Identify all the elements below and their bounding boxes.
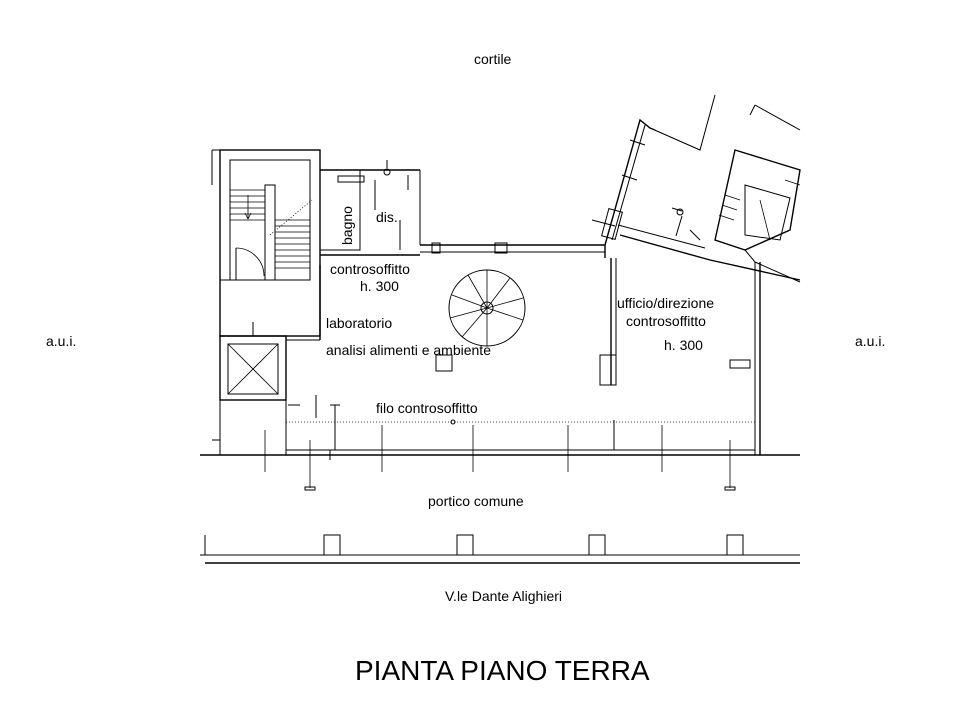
label-filo-controsoffitto: filo controsoffitto	[376, 400, 478, 416]
label-aui-right: a.u.i.	[855, 333, 885, 349]
bathroom-area	[319, 160, 421, 265]
label-portico: portico comune	[428, 493, 524, 509]
office-walls	[591, 94, 801, 455]
label-h300-office: h. 300	[664, 337, 703, 353]
street-colonnade	[200, 534, 800, 564]
label-street: V.le Dante Alighieri	[445, 588, 562, 604]
label-bagno: bagno	[339, 206, 355, 245]
label-dis: dis.	[376, 209, 398, 225]
label-controsoffitto-main: controsoffitto	[330, 261, 410, 277]
label-ufficio: ufficio/direzione	[617, 295, 714, 311]
label-laboratorio: laboratorio	[326, 315, 392, 331]
spiral-stair	[448, 269, 526, 347]
drawing-title: PIANTA PIANO TERRA	[355, 655, 650, 686]
label-h300-main: h. 300	[360, 278, 399, 294]
label-aui-left: a.u.i.	[46, 333, 76, 349]
lab-walls	[286, 242, 617, 386]
label-cortile: cortile	[474, 51, 512, 67]
elevator	[219, 322, 287, 401]
stair-treads	[230, 184, 313, 281]
label-controsoffitto-office: controsoffitto	[626, 313, 706, 329]
front-wall	[200, 395, 800, 491]
label-analisi: analisi alimenti e ambiente	[326, 342, 491, 358]
staircase-block	[211, 149, 321, 455]
